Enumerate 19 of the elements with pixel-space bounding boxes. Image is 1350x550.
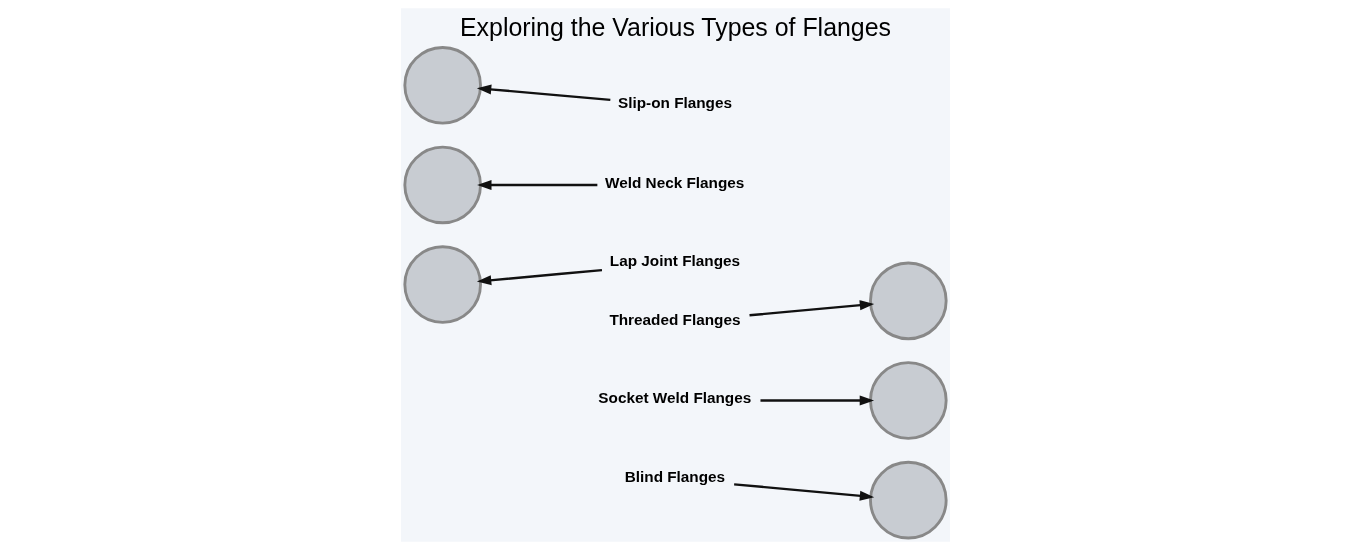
arrow xyxy=(476,179,597,190)
node-text: Blind Flanges xyxy=(624,467,725,485)
arrow xyxy=(760,395,874,406)
node-text: Lap Joint Flanges xyxy=(609,252,740,270)
node-circle xyxy=(868,361,948,440)
arrow xyxy=(476,268,602,286)
arrow xyxy=(476,84,610,101)
node-circle xyxy=(402,46,482,125)
node-circle xyxy=(402,145,482,225)
arrow xyxy=(733,483,874,501)
node-text: Threaded Flanges xyxy=(608,310,740,328)
node-text: Socket Weld Flanges xyxy=(597,389,751,407)
node-circle xyxy=(868,460,948,540)
node-circle xyxy=(868,261,948,341)
node-circle xyxy=(402,245,482,324)
arrow xyxy=(748,300,874,317)
node-text: Slip-on Flanges xyxy=(617,94,732,112)
node-text: Weld Neck Flanges xyxy=(604,173,744,191)
diagram-title: Exploring the Various Types of Flanges xyxy=(459,12,891,41)
